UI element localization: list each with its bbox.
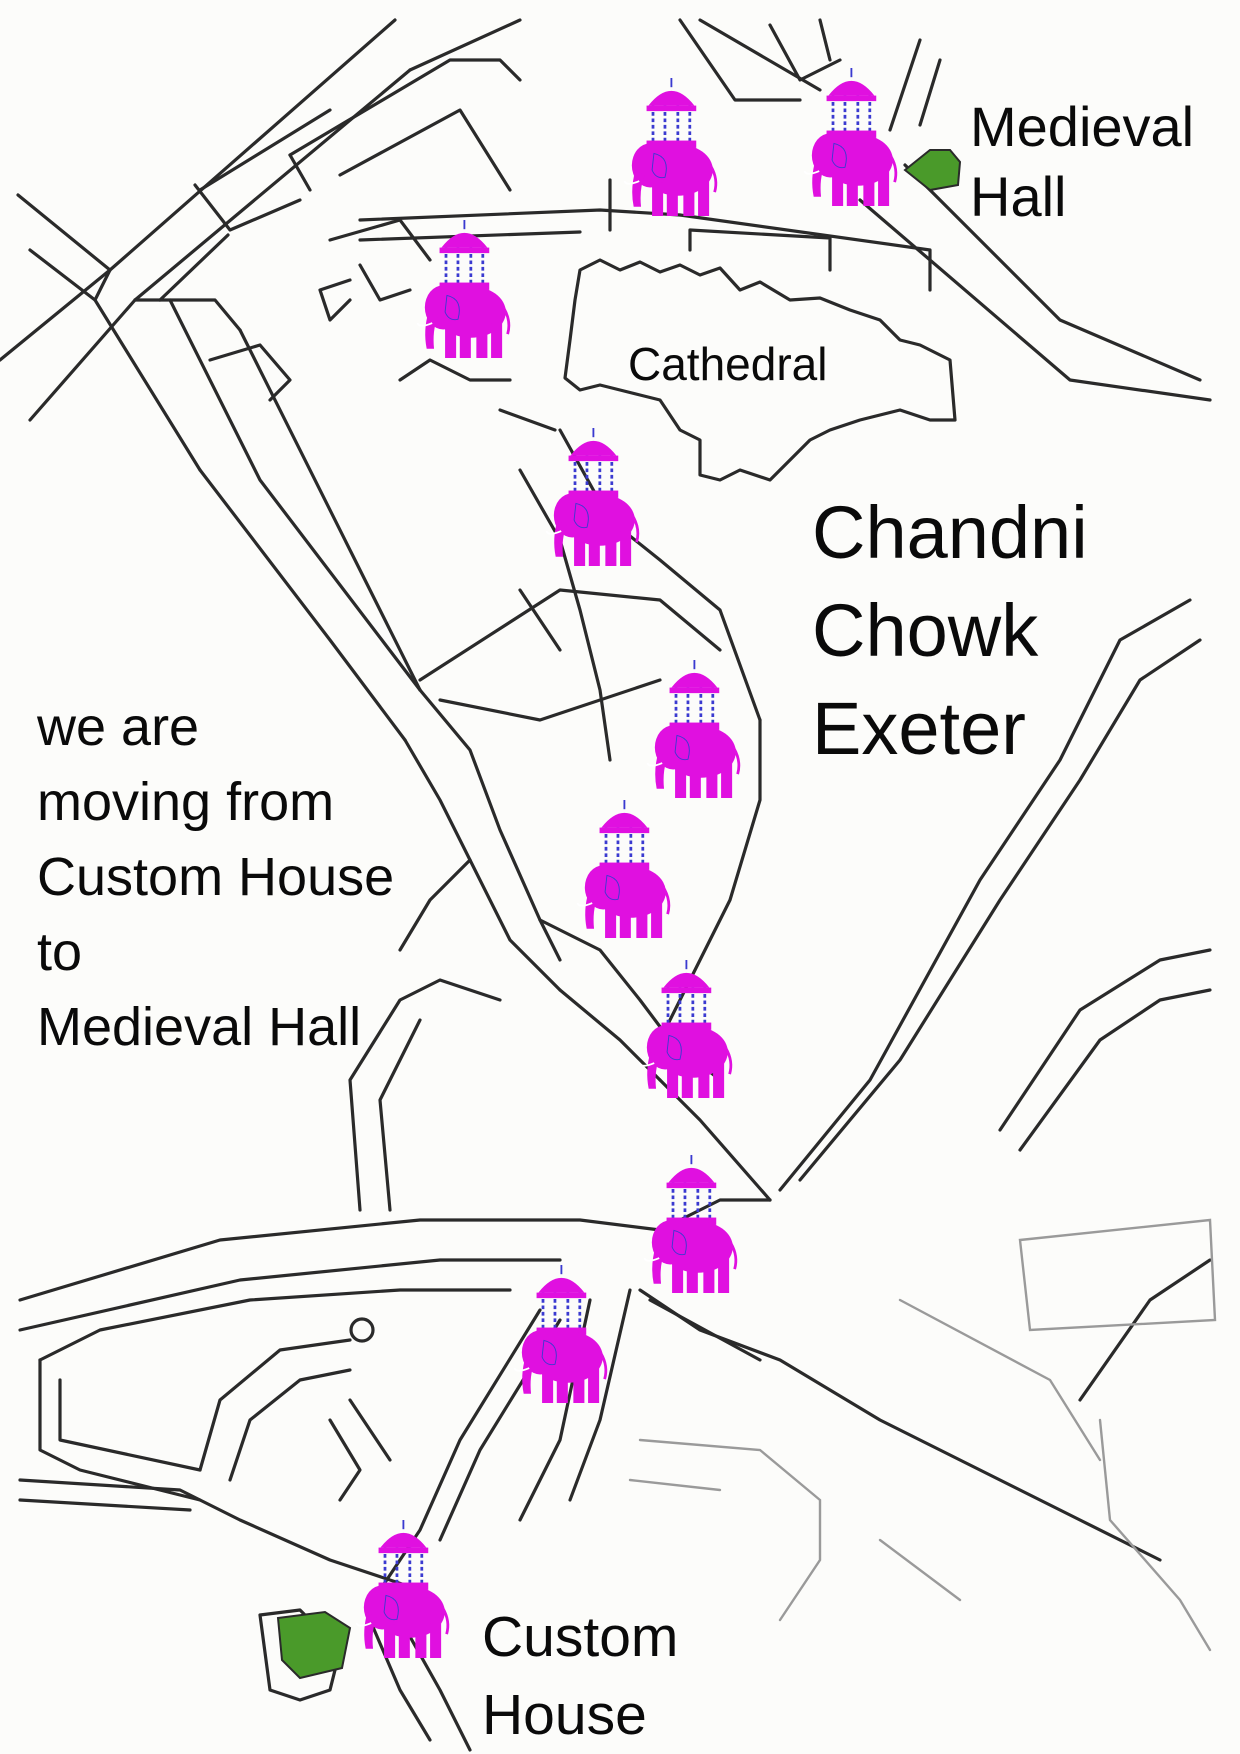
elephant-icon-7 [545,426,640,568]
elephant-icon-5 [576,798,671,940]
elephant-icon-9 [623,76,718,218]
elephant-icon-1 [355,1518,450,1660]
elephant-icon-4 [638,958,733,1100]
cathedral-label: Cathedral [628,338,828,390]
route-note-line-1: we are [37,697,200,757]
medieval-hall-label-line-1: Medieval [970,95,1195,158]
route-note-line-4: to [37,922,83,982]
custom-house-label-line-1: Custom [482,1605,679,1669]
custom-house-label: Custom House [482,1598,678,1754]
map-title-line-3: Exeter [812,687,1026,770]
map-title-line-1: Chandni [812,491,1088,574]
custom-house-label-line-2: House [482,1683,647,1747]
elephant-icon-2 [513,1263,608,1405]
elephant-icon-3 [643,1153,738,1295]
map-title: Chandni Chowk Exeter [812,484,1088,778]
medieval-hall-marker [903,149,962,192]
route-note-line-3: Custom House [37,847,395,907]
route-note-line-5: Medieval Hall [37,997,362,1057]
medieval-hall-label-line-2: Hall [970,165,1067,228]
route-note-line-2: moving from [37,772,335,832]
elephant-icon-8 [416,218,511,360]
custom-house-marker [276,1610,352,1680]
medieval-hall-label: Medieval Hall [970,92,1194,232]
route-note: we are moving from Custom House to Medie… [37,690,394,1065]
map-title-line-2: Chowk [812,589,1039,672]
